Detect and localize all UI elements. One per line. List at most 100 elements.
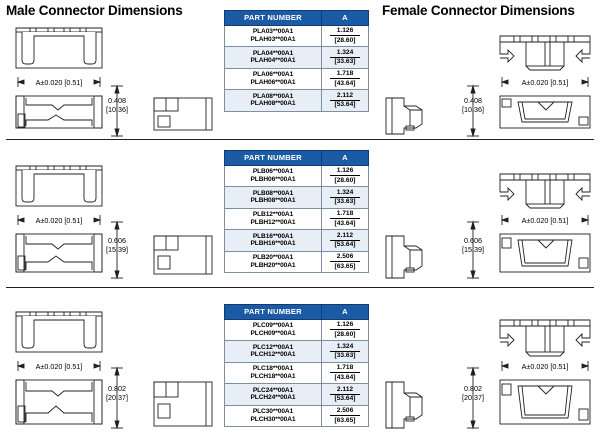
- page-title-female: Female Connector Dimensions: [382, 3, 575, 18]
- part-number-secondary: PLAH03**00A1: [250, 35, 296, 43]
- cell-dimension-a: 1.126 [28.60]: [321, 318, 369, 342]
- dim-mm: [63.65]: [334, 262, 356, 270]
- part-number-primary: PLC09**00A1: [252, 322, 294, 330]
- male-front-view-2: [8, 164, 110, 212]
- height-value-mm: [10.36]: [106, 105, 128, 114]
- table-row: PLC24**00A1 PLCH24**00A1 2.112 [53.64]: [224, 383, 369, 406]
- table-header-row: PART NUMBER A: [224, 304, 369, 320]
- height-label-male-2: 0.606 [15.39]: [92, 236, 142, 254]
- height-dim-arrows-female-2: [466, 220, 480, 280]
- dim-inches: 1.718: [330, 364, 360, 374]
- cell-dimension-a: 2.506 [63.65]: [321, 404, 369, 428]
- part-number-primary: PLB12**00A1: [252, 211, 294, 219]
- table-header-row: PART NUMBER A: [224, 10, 369, 26]
- dim-mm: [43.64]: [334, 219, 356, 227]
- height-label-female-1: 0.408 [10.36]: [448, 96, 498, 114]
- female-bottom-view-1: [496, 92, 594, 132]
- part-number-primary: PLA08**00A1: [252, 92, 294, 100]
- female-front-view-1: [496, 32, 594, 76]
- table-row: PLB16**00A1 PLBH16**00A1 2.112 [53.64]: [224, 229, 369, 252]
- cell-part-numbers: PLB08**00A1 PLBH08**00A1: [224, 186, 322, 209]
- dim-mm: [63.65]: [334, 416, 356, 424]
- part-number-primary: PLC12**00A1: [252, 343, 294, 351]
- part-number-primary: PLC18**00A1: [252, 365, 294, 373]
- col-header-a: A: [321, 10, 369, 26]
- width-callout-male-3: A±0.020 [0.51]: [35, 362, 83, 371]
- part-number-secondary: PLBH08**00A1: [250, 197, 296, 205]
- height-value-in: 0.606: [464, 236, 482, 245]
- table-header-row: PART NUMBER A: [224, 150, 369, 166]
- width-dim-arrows-female-3: [496, 360, 594, 372]
- table-row: PLC12**00A1 PLCH12**00A1 1.324 [33.63]: [224, 340, 369, 363]
- male-iso-view-3: [152, 380, 216, 428]
- cell-part-numbers: PLC18**00A1 PLCH18**00A1: [224, 361, 322, 385]
- cell-part-numbers: PLC12**00A1 PLCH12**00A1: [224, 340, 322, 363]
- cell-dimension-a: 1.324 [33.63]: [321, 186, 369, 209]
- height-value-in: 0.408: [108, 96, 126, 105]
- dim-inches: 1.718: [330, 70, 360, 80]
- dim-mm: [53.64]: [334, 101, 356, 109]
- part-number-primary: PLA06**00A1: [252, 71, 294, 79]
- table-row: PLC30**00A1 PLCH30**00A1 2.506 [63.65]: [224, 404, 369, 428]
- part-number-secondary: PLBH12**00A1: [250, 218, 296, 226]
- female-front-view-3: [496, 316, 594, 362]
- part-number-secondary: PLCH24**00A1: [250, 394, 296, 402]
- part-number-secondary: PLAH06**00A1: [250, 78, 296, 86]
- height-value-mm: [20.37]: [462, 393, 484, 402]
- dim-inches: 2.506: [330, 253, 360, 263]
- width-callout-male-1: A±0.020 [0.51]: [35, 78, 83, 87]
- col-header-part-number: PART NUMBER: [224, 10, 322, 26]
- cell-dimension-a: 1.126 [28.60]: [321, 24, 369, 48]
- dim-inches: 2.112: [330, 386, 360, 395]
- height-label-male-1: 0.408 [10.36]: [92, 96, 142, 114]
- connector-section-2: A±0.020 [0.51]: [0, 146, 600, 294]
- dim-mm: [43.64]: [334, 79, 356, 87]
- dim-inches: 1.126: [330, 321, 360, 331]
- height-dim-arrows-male-2: [110, 220, 124, 280]
- cell-part-numbers: PLC30**00A1 PLCH30**00A1: [224, 404, 322, 428]
- height-dim-arrows-female-3: [466, 366, 480, 430]
- width-callout-female-1: A±0.020 [0.51]: [521, 78, 569, 87]
- dim-inches: 1.324: [330, 343, 360, 352]
- height-label-female-3: 0.802 [20.37]: [448, 384, 498, 402]
- section-divider-2: [6, 287, 594, 288]
- cell-dimension-a: 1.126 [28.60]: [321, 164, 369, 188]
- part-number-primary: PLA03**00A1: [252, 28, 294, 36]
- cell-dimension-a: 1.324 [33.63]: [321, 46, 369, 69]
- male-bottom-view-3: [8, 376, 110, 428]
- height-label-female-2: 0.606 [15.39]: [448, 236, 498, 254]
- dim-inches: 1.126: [330, 27, 360, 37]
- table-row: PLA04**00A1 PLAH04**00A1 1.324 [33.63]: [224, 46, 369, 69]
- male-front-view-3: [8, 310, 110, 358]
- height-value-mm: [10.36]: [462, 105, 484, 114]
- table-row: PLC09**00A1 PLCH09**00A1 1.126 [28.60]: [224, 318, 369, 342]
- part-number-table-3: PART NUMBER A PLC09**00A1 PLCH09**00A1 1…: [224, 304, 369, 428]
- dim-inches: 2.112: [330, 232, 360, 241]
- width-callout-male-2: A±0.020 [0.51]: [35, 216, 83, 225]
- dim-mm: [53.64]: [334, 395, 356, 403]
- dim-inches: 1.718: [330, 210, 360, 220]
- page-title-male: Male Connector Dimensions: [6, 3, 183, 18]
- cell-part-numbers: PLA06**00A1 PLAH06**00A1: [224, 67, 322, 91]
- part-number-primary: PLB16**00A1: [252, 232, 294, 240]
- cell-part-numbers: PLB06**00A1 PLBH06**00A1: [224, 164, 322, 188]
- table-row: PLA03**00A1 PLAH03**00A1 1.126 [28.60]: [224, 24, 369, 48]
- col-header-a: A: [321, 304, 369, 320]
- female-side-view-3: [382, 380, 438, 430]
- width-callout-female-2: A±0.020 [0.51]: [521, 216, 569, 225]
- height-dim-arrows-female-1: [466, 84, 480, 138]
- dim-inches: 1.324: [330, 49, 360, 58]
- cell-dimension-a: 1.718 [43.64]: [321, 67, 369, 91]
- width-dim-arrows-male-3: [8, 360, 110, 372]
- part-number-secondary: PLBH16**00A1: [250, 240, 296, 248]
- female-bottom-view-2: [496, 230, 594, 276]
- female-front-view-2: [496, 170, 594, 214]
- height-value-in: 0.408: [464, 96, 482, 105]
- cell-dimension-a: 1.718 [43.64]: [321, 361, 369, 385]
- male-front-view-1: [8, 26, 110, 74]
- width-dim-arrows-female-2: [496, 214, 594, 226]
- dim-mm: [28.60]: [334, 36, 356, 44]
- width-callout-female-3: A±0.020 [0.51]: [521, 362, 569, 371]
- dim-mm: [28.60]: [334, 176, 356, 184]
- part-number-secondary: PLBH20**00A1: [250, 261, 296, 269]
